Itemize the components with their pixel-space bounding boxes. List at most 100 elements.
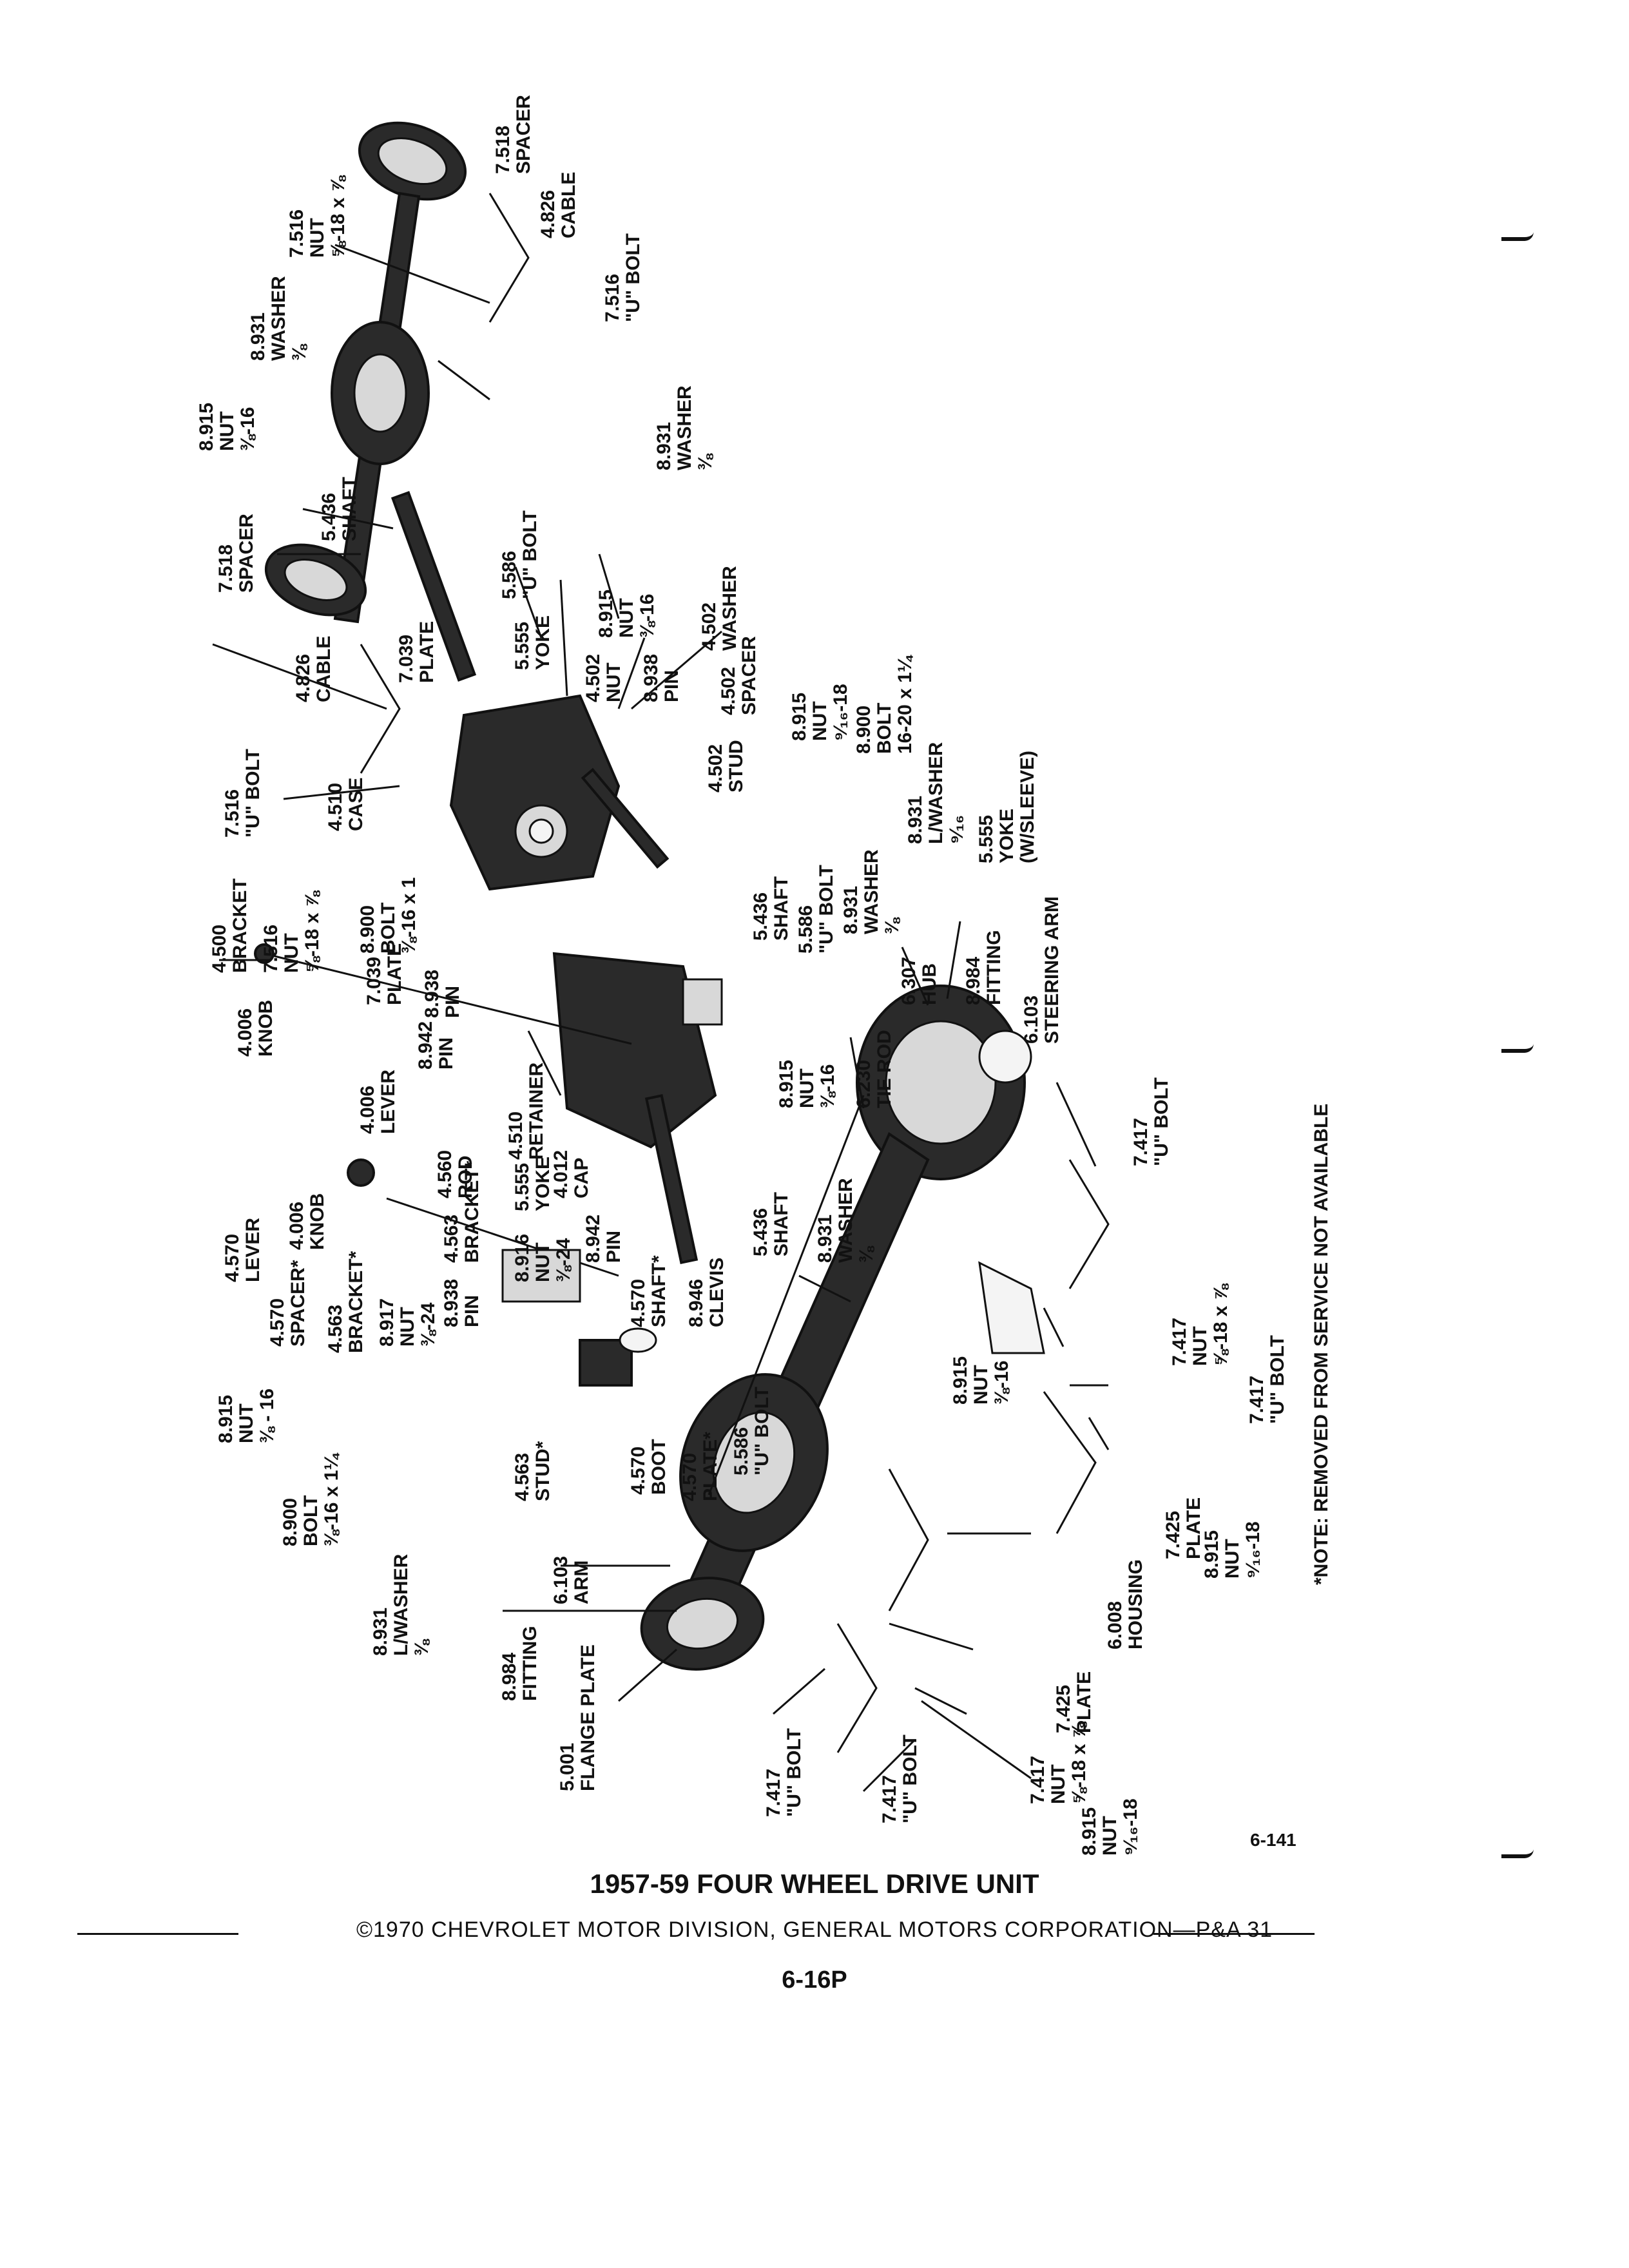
callout-line: ⅜: [882, 917, 903, 934]
callout-label: 8.931WASHER⅜: [815, 1178, 877, 1263]
callout-line: L/WASHER: [390, 1553, 412, 1656]
callout-line: ⁹⁄₁₆: [946, 815, 967, 844]
callout-line: FLANGE PLATE: [577, 1644, 599, 1791]
transfer-case: [449, 694, 723, 1265]
callout-line: 7.417: [763, 1769, 784, 1817]
page-number-small: 6-141: [1250, 1830, 1296, 1850]
callout-label: 4.563BRACKET*: [441, 1160, 483, 1263]
callout-line: 7.516: [602, 274, 623, 322]
callout-label: 8.942PIN: [583, 1215, 624, 1263]
callout-line: PIN: [661, 670, 682, 702]
callout-line: PLATE: [1074, 1671, 1095, 1733]
callout-line: PIN: [461, 1295, 483, 1327]
callout-label: 8.938PIN: [421, 970, 463, 1018]
callout-line: SPACER: [513, 95, 534, 174]
callout-label: 4.012CAP: [550, 1150, 592, 1198]
callout-line: "U" BOLT: [1151, 1077, 1172, 1166]
callout-line: NUT: [236, 1403, 257, 1443]
callout-line: 8.915: [196, 403, 217, 451]
callout-line: PLATE: [1183, 1497, 1204, 1559]
callout-label: 7.039PLATE: [396, 621, 438, 683]
callout-line: 8.942: [583, 1215, 604, 1263]
callout-label: 4.570PLATE*: [679, 1432, 721, 1501]
callout-line: 8.984: [499, 1653, 520, 1701]
callout-line: 8.916: [512, 1234, 533, 1282]
callout-line: 4.560: [434, 1150, 456, 1198]
callout-line: 5.001: [557, 1743, 578, 1791]
callout-line: NUT: [397, 1307, 418, 1347]
copyright: ©1970 CHEVROLET MOTOR DIVISION, GENERAL …: [356, 1917, 1273, 1942]
callout-line: SPACER*: [287, 1260, 309, 1347]
callout-line: ROD: [455, 1155, 476, 1198]
callout-line: KNOB: [307, 1193, 328, 1250]
callout-line: 8.938: [641, 654, 662, 702]
callout-line: ⅝-18 x ⅞: [1068, 1721, 1090, 1804]
callout-label: 5.586"U" BOLT: [795, 865, 837, 954]
callout-line: 8.915: [1201, 1530, 1222, 1579]
callout-label: 4.502NUT: [583, 654, 624, 702]
callout-label: 6.008HOUSING: [1104, 1559, 1146, 1649]
callout-line: ⁹⁄₁₆-18: [1120, 1798, 1141, 1856]
rule-left: [77, 1933, 238, 1935]
callout-line: 4.502: [718, 667, 739, 715]
callout-label: 7.417"U" BOLT: [1246, 1335, 1288, 1424]
callout-line: YOKE: [996, 809, 1017, 863]
callout-label: 8.931WASHER⅜: [840, 849, 903, 934]
callout-label: 4.006KNOB: [286, 1193, 328, 1250]
callout-line: 7.518: [215, 544, 236, 593]
callout-line: STUD*: [532, 1441, 554, 1501]
callout-line: ⅜ - 16: [256, 1389, 278, 1443]
callout-line: "U" BOLT: [751, 1387, 773, 1475]
callout-line: BOLT: [874, 703, 895, 754]
callout-line: ⅜-16 x 1¼: [321, 1452, 342, 1546]
callout-label: 8.938PIN: [641, 654, 682, 702]
callout-line: 4.563: [512, 1453, 533, 1501]
callout-label: 7.518SPACER: [492, 95, 534, 174]
callout-line: 8.900: [280, 1498, 301, 1546]
callout-line: "U" BOLT: [242, 749, 264, 838]
callout-line: NUT: [532, 1242, 554, 1282]
callout-label: 7.518SPACER: [215, 514, 257, 593]
callout-line: L/WASHER: [925, 742, 947, 844]
callout-line: 8.931: [370, 1608, 391, 1656]
callout-line: STEERING ARM: [1041, 896, 1063, 1044]
callout-line: BOOT: [648, 1439, 670, 1495]
callout-label: 5.436SHAFT: [750, 876, 792, 941]
callout-label: 4.570BOOT: [628, 1439, 670, 1495]
callout-line: 4.570: [222, 1234, 243, 1282]
callout-label: 5.586"U" BOLT: [499, 510, 541, 599]
callout-line: 5.436: [750, 1208, 771, 1256]
callout-line: ⅜-16: [817, 1064, 838, 1108]
callout-line: PIN: [603, 1231, 624, 1263]
page-title: 1957-59 FOUR WHEEL DRIVE UNIT: [590, 1869, 1039, 1899]
callout-line: NUT: [970, 1365, 992, 1405]
callout-line: 8.915: [776, 1060, 797, 1108]
front-axle-assembly: [640, 985, 1045, 1671]
callout-line: 4.510: [505, 1111, 526, 1160]
callout-line: CASE: [345, 778, 367, 831]
binder-mark: [1501, 232, 1534, 241]
callout-line: (W/SLEEVE): [1017, 751, 1038, 863]
callout-label: 8.931WASHER⅜: [653, 385, 716, 470]
callout-line: TIE ROD: [874, 1030, 895, 1108]
callout-line: 5.436: [750, 892, 771, 941]
rule-right: [1153, 1933, 1315, 1935]
callout-line: 7.039: [396, 635, 417, 683]
callout-line: WASHER: [861, 849, 882, 934]
callout-label: 7.516NUT⅝-18 x ⅞: [260, 890, 323, 973]
callout-line: NUT: [281, 933, 302, 973]
callout-label: 7.417"U" BOLT: [1130, 1077, 1172, 1166]
callout-line: PLATE: [384, 943, 405, 1005]
callout-line: FITTING: [983, 930, 1005, 1005]
callout-line: WASHER: [719, 566, 740, 651]
shift-linkage: [254, 943, 657, 1387]
callout-label: 8.931L/WASHER⅜: [370, 1553, 432, 1656]
callout-label: 7.516"U" BOLT: [602, 233, 644, 322]
callout-line: CLEVIS: [706, 1258, 728, 1327]
callout-label: 5.555YOKE: [512, 1157, 554, 1211]
callout-line: PIN: [442, 986, 463, 1018]
binder-mark: [1501, 1044, 1534, 1053]
callout-line: 4.570: [267, 1298, 288, 1347]
